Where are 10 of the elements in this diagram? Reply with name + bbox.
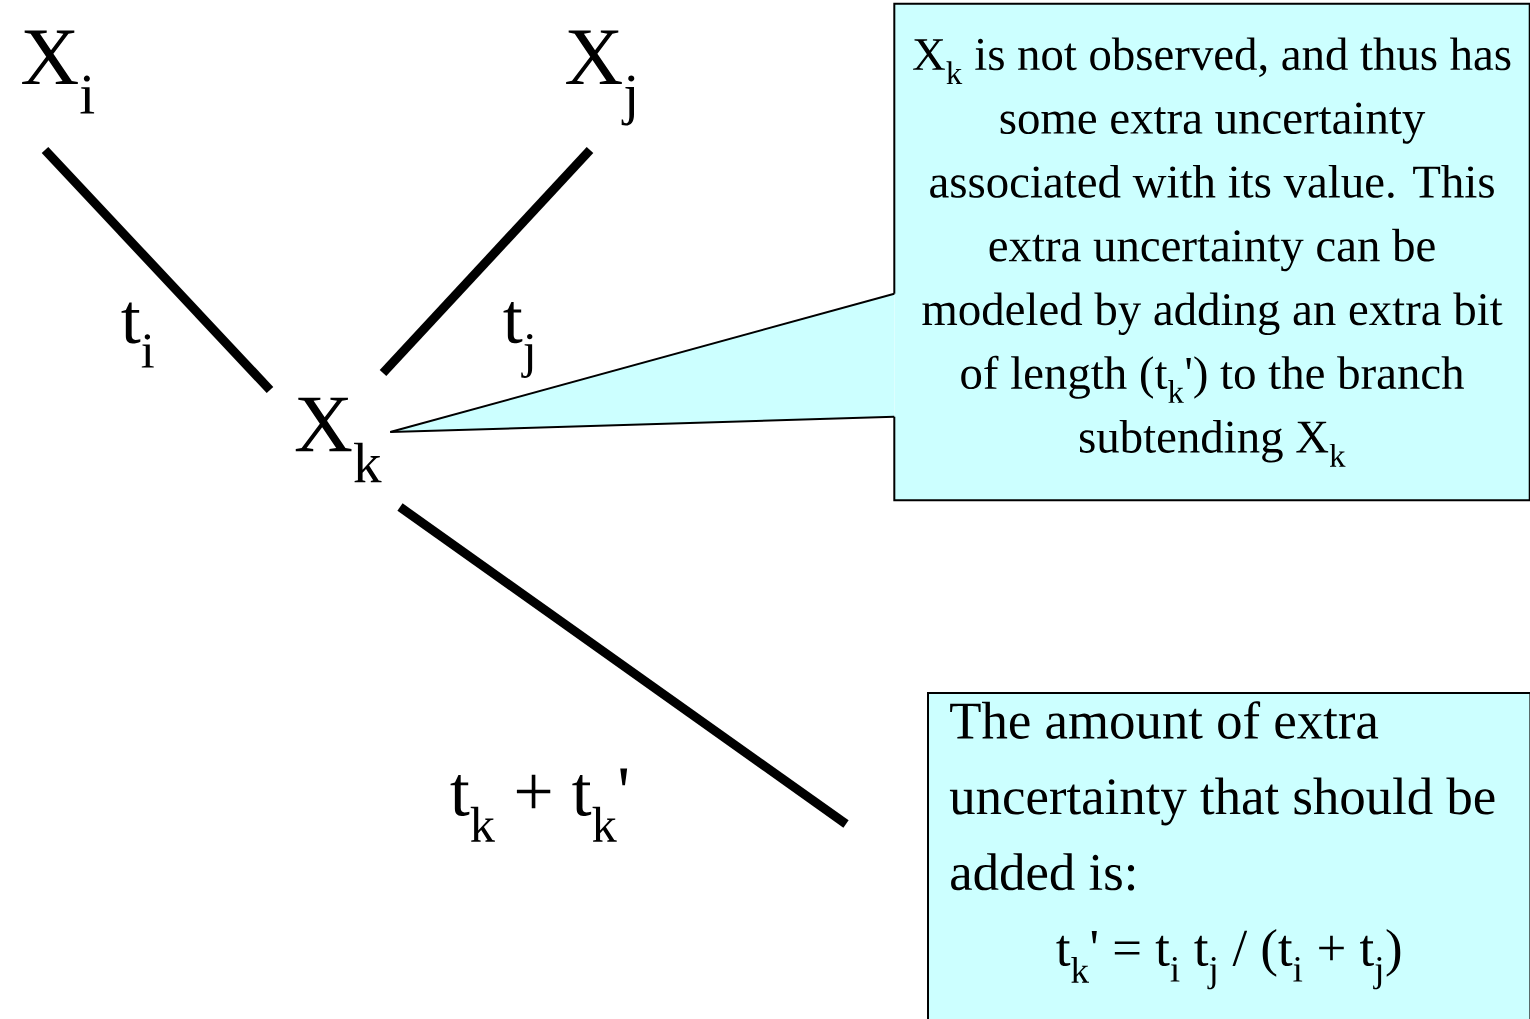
branch-line (41, 146, 274, 394)
branch-line (379, 146, 594, 377)
note-box: The amount of extra uncertainty that should be added is: t$_{k}$' = t$_{i}$ t$_{j}$ / (t$_{i}$ + t$_{j}$) (927, 692, 1530, 1019)
node-label: X$_{k}$ (295, 397, 382, 483)
branch-label: t$_{i}$ (121, 302, 154, 368)
node-label: X$_{i}$ (22, 30, 95, 114)
branch-label: t$_{j}$ (503, 302, 533, 378)
branch-line (397, 503, 849, 828)
branch-label: t$_{k}$ + t$_{k}$' (450, 768, 628, 842)
node-label: X$_{j}$ (566, 30, 635, 126)
